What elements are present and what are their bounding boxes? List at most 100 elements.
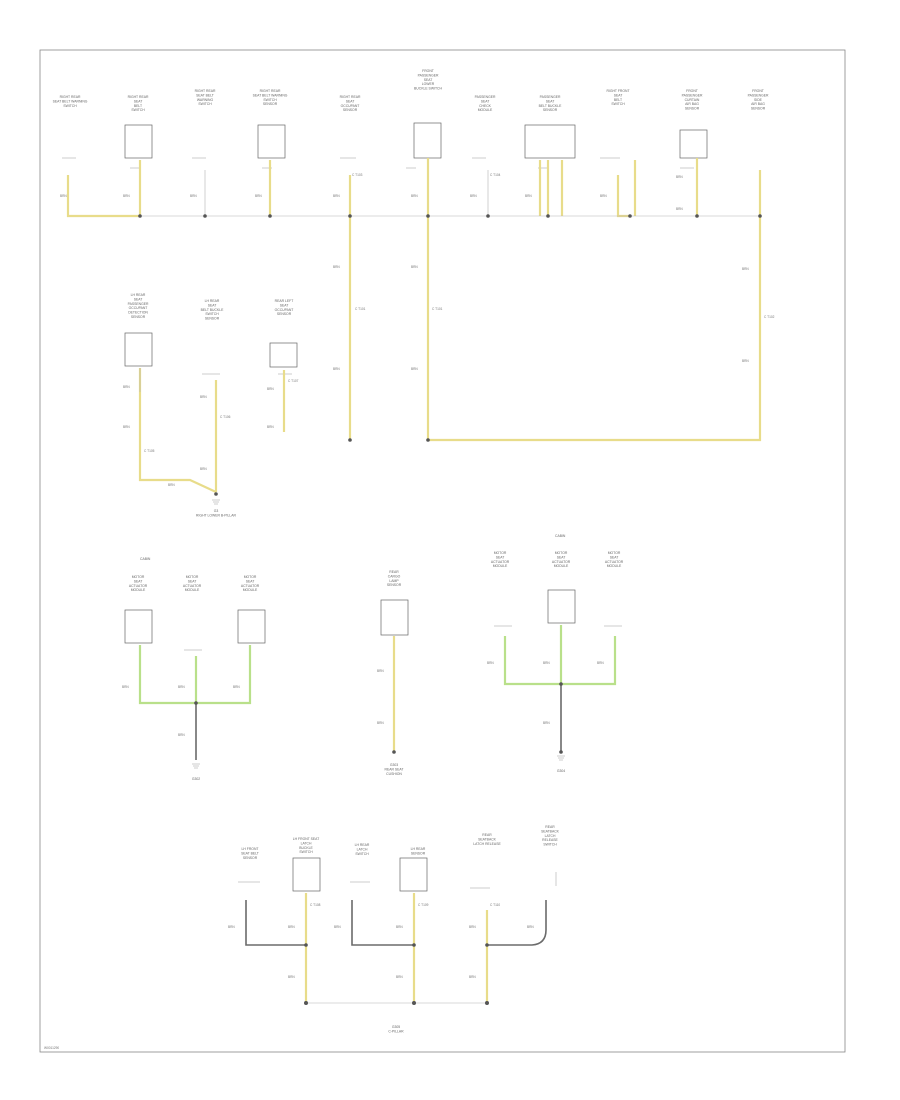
- group-title: CABIN: [555, 534, 566, 538]
- wire-color-label: BRN: [333, 367, 340, 371]
- label-line: SEAT: [280, 303, 289, 307]
- connector-box: [399, 857, 428, 892]
- connector-box: [269, 342, 298, 368]
- wire-labels-row1: BRN BRN BRN BRN BRN BRN BRN BRN BRN BRN …: [60, 173, 775, 371]
- splice-label: C T101: [355, 307, 366, 311]
- splice-label: C T106: [220, 415, 231, 419]
- label-line: RIGHT FRONT: [606, 89, 629, 93]
- label-line: OCCUPANT: [129, 306, 148, 310]
- label-line: RIGHT REAR: [128, 95, 149, 99]
- label-line: REAR SEAT: [385, 767, 404, 771]
- wires-row3: [138, 625, 617, 760]
- wire-color-label: BRN: [122, 685, 129, 689]
- label-line: BELT BUCKLE: [201, 308, 224, 312]
- label-line: LH REAR: [411, 847, 426, 851]
- wire-color-label: BRN: [123, 385, 130, 389]
- splice-label: C T104: [490, 173, 501, 177]
- label-line: PASSENGER: [418, 73, 439, 77]
- label-line: SENSOR: [131, 315, 146, 319]
- label-line: BUCKLE SWITCH: [414, 87, 442, 91]
- label-line: SENSOR: [411, 851, 426, 855]
- label-line: MODULE: [131, 588, 146, 592]
- label-line: SEAT: [546, 99, 555, 103]
- label-line: SENSOR: [205, 317, 220, 321]
- label-line: SEATBACK: [478, 837, 497, 841]
- wire-color-label: BRN: [334, 925, 341, 929]
- splice-label: C T102: [764, 315, 775, 319]
- label-line: PASSENGER: [128, 302, 149, 306]
- label-line: CARGO: [388, 574, 401, 578]
- label-line: SEAT: [346, 99, 355, 103]
- label-line: MOTOR: [494, 551, 507, 555]
- splice-label: C T110: [490, 903, 500, 907]
- splice-label: C T101: [432, 307, 443, 311]
- label-line: LATCH RELEASE: [473, 842, 501, 846]
- label-line: PASSENGER: [540, 95, 561, 99]
- wire-color-label: BRN: [233, 685, 240, 689]
- label-line: SWITCH: [299, 850, 313, 854]
- label-line: SEAT BELT: [241, 851, 259, 855]
- label-line: SIDE: [754, 98, 763, 102]
- label-line: CHECK: [479, 104, 492, 108]
- label-line: SEAT: [610, 555, 619, 559]
- label-line: LOWER: [422, 82, 435, 86]
- wire-color-label: BRN: [600, 194, 607, 198]
- label-line: CURTAIN: [685, 98, 700, 102]
- component-boxes-row2: [124, 332, 298, 375]
- component-boxes-row3: [124, 589, 622, 651]
- label-line: SWITCH: [63, 104, 77, 108]
- wire-color-label: BRN: [742, 267, 749, 271]
- wire-color-label: BRN: [200, 467, 207, 471]
- label-line: MODULE: [493, 564, 508, 568]
- label-line: MODULE: [607, 564, 622, 568]
- label-line: OCCUPANT: [341, 104, 360, 108]
- label-line: SENSOR: [263, 102, 278, 106]
- wire-color-label: BRN: [60, 194, 67, 198]
- wire-color-label: BRN: [470, 194, 477, 198]
- wire-color-label: BRN: [123, 425, 130, 429]
- connector-box: [524, 124, 576, 159]
- wire-color-label: BRN: [543, 721, 550, 725]
- label-line: SEAT: [481, 99, 490, 103]
- component-boxes-row1: [124, 122, 708, 159]
- label-line: SEAT: [246, 579, 255, 583]
- wire-color-label: BRN: [676, 175, 683, 179]
- wire-labels-row4: BRN BRN BRN BRN BRN BRN BRN BRN BRN C T1…: [228, 903, 534, 979]
- label-line: SWITCH: [355, 852, 369, 856]
- label-line: CUSHION: [386, 772, 402, 776]
- wires-row2: [138, 368, 286, 496]
- label-line: MOTOR: [132, 575, 145, 579]
- label-line: BELT BUCKLE: [539, 104, 562, 108]
- label-line: REAR LEFT: [275, 299, 294, 303]
- label-line: LH REAR: [131, 293, 146, 297]
- label-line: SWITCH: [131, 108, 145, 112]
- label-line: SEAT: [424, 78, 433, 82]
- wire-color-label: BRN: [288, 925, 295, 929]
- wire-color-label: BRN: [333, 194, 340, 198]
- connector-box: [413, 122, 442, 159]
- label-line: LATCH: [357, 847, 368, 851]
- wire-color-label: BRN: [288, 975, 295, 979]
- label-line: RIGHT REAR: [340, 95, 361, 99]
- ground-label: G304: [557, 769, 565, 773]
- label-line: LATCH: [545, 834, 556, 838]
- component-boxes-row4: [238, 857, 557, 892]
- label-line: MODULE: [185, 588, 200, 592]
- label-line: SEAT BELT WARNING: [53, 99, 88, 103]
- diagram-frame: [39, 49, 846, 1053]
